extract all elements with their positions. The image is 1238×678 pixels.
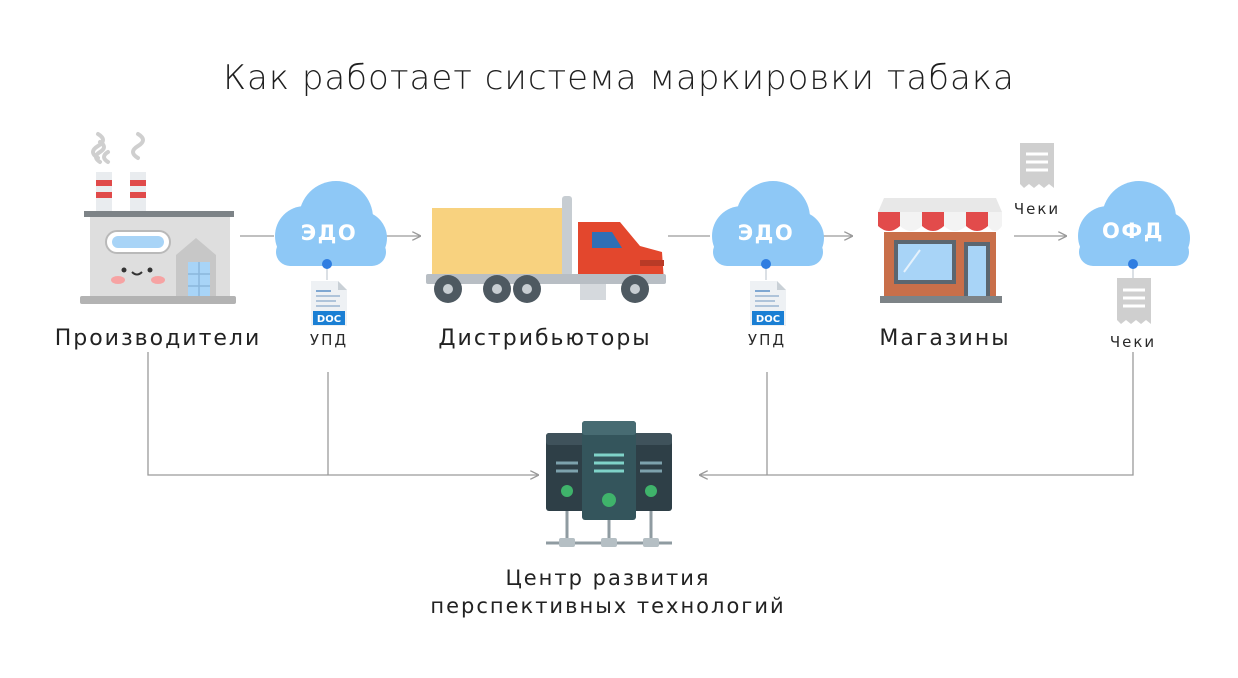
factory-icon — [80, 132, 236, 304]
doc-badge-1: DOC — [317, 314, 341, 325]
label-producers: Производители — [54, 326, 262, 351]
label-receipts-top: Чеки — [1013, 200, 1061, 218]
label-upd-2: УПД — [747, 331, 787, 349]
page-title: Как работает система маркировки табака — [223, 58, 1015, 98]
label-upd-1: УПД — [309, 331, 349, 349]
receipt-icon-bottom — [1117, 278, 1151, 324]
cloud-edo-1: ЭДО — [275, 181, 387, 280]
receipt-icon-top — [1020, 143, 1054, 188]
label-distributors: Дистрибьюторы — [438, 326, 652, 351]
doc-icon-1: DOC — [311, 281, 347, 326]
label-center-line-2: перспективных технологий — [430, 594, 786, 618]
doc-badge-2: DOC — [756, 314, 780, 325]
cloud-edo-2: ЭДО — [712, 181, 824, 280]
label-center-line-1: Центр развития — [505, 566, 711, 590]
cloud-edo-1-label: ЭДО — [301, 221, 357, 245]
truck-icon — [426, 196, 666, 303]
cloud-ofd-label: ОФД — [1102, 219, 1164, 243]
doc-icon-2: DOC — [750, 281, 786, 326]
cloud-dot-1 — [322, 259, 332, 269]
line-ofd-center — [700, 352, 1134, 475]
line-producers-center — [147, 352, 538, 475]
connectors — [147, 236, 1134, 475]
label-receipts-bottom: Чеки — [1109, 333, 1157, 351]
label-shops: Магазины — [879, 326, 1011, 351]
cloud-dot-ofd — [1128, 259, 1138, 269]
server-icon — [546, 421, 672, 547]
cloud-dot-2 — [761, 259, 771, 269]
cloud-edo-2-label: ЭДО — [738, 221, 794, 245]
cloud-ofd: ОФД — [1078, 181, 1190, 278]
shop-icon — [878, 198, 1002, 303]
